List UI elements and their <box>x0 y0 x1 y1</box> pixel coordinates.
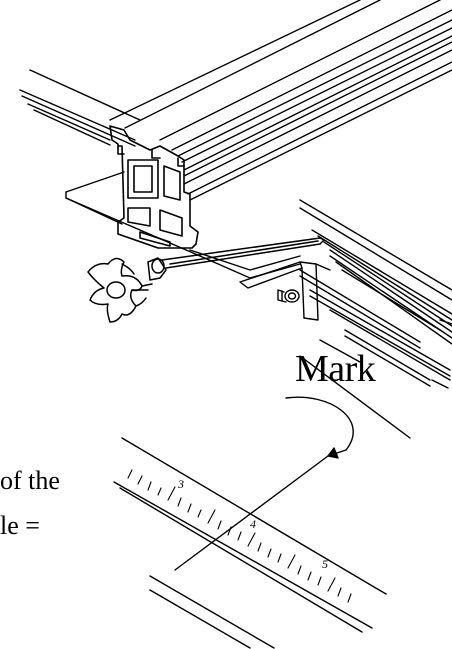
angle-bracket <box>239 261 331 321</box>
caption-line-1: of the <box>0 466 60 495</box>
ruler-number-5: 5 <box>322 557 328 571</box>
mark-callout <box>174 355 411 571</box>
clamp-knob <box>87 237 325 323</box>
ruler <box>113 437 387 649</box>
ruler-number-4: 4 <box>250 517 256 531</box>
background-rail <box>19 69 452 389</box>
caption-line-2: le = <box>0 511 40 540</box>
fence-top-lines <box>109 0 452 201</box>
mark-label: Mark <box>295 348 376 390</box>
ruler-number-3: 3 <box>177 477 184 491</box>
ruler-ticks <box>127 469 352 603</box>
